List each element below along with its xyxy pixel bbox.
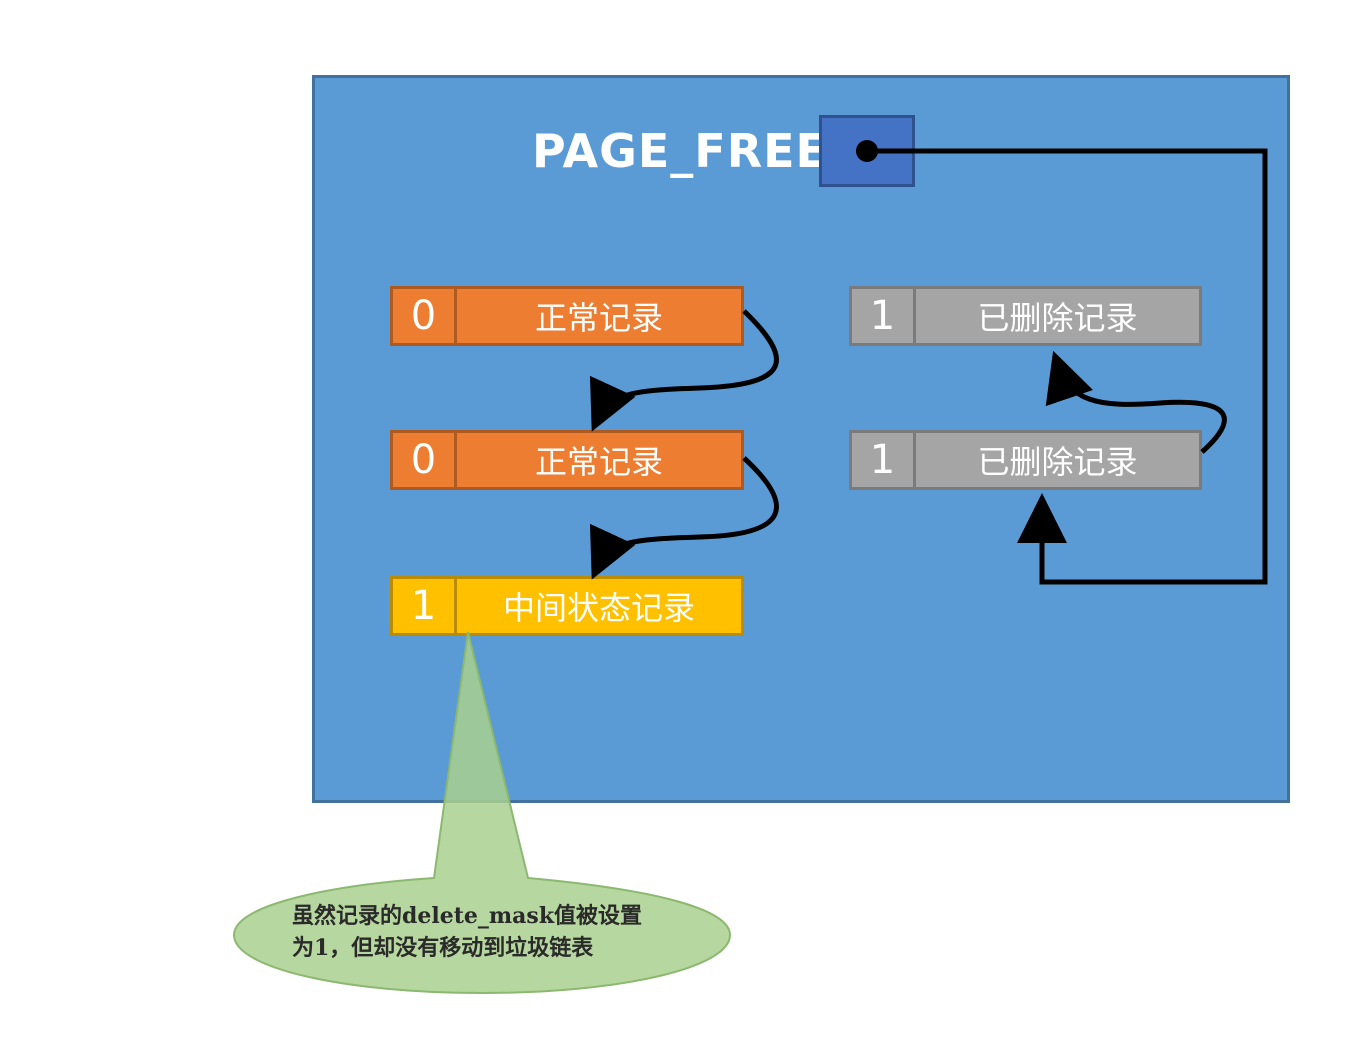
page-free-label: PAGE_FREE: [532,124,848,178]
record-normal-1: 0 正常记录 [390,286,744,346]
callout-bubble [232,631,732,995]
record-deleted-2: 1 已删除记录 [849,430,1202,490]
record-normal-2: 0 正常记录 [390,430,744,490]
record-deleted-1: 1 已删除记录 [849,286,1202,346]
record-intermediate: 1 中间状态记录 [390,576,744,636]
record-label: 已删除记录 [977,299,1138,337]
delete-mask-flag: 1 [852,289,916,343]
callout-line-1: 虽然记录的delete_mask值被设置 [292,903,643,929]
record-label: 正常记录 [534,299,663,337]
delete-mask-flag: 0 [393,433,457,487]
normal-chain-arrow-1 [590,309,779,432]
record-label: 中间状态记录 [502,589,695,627]
delete-mask-flag: 1 [393,579,457,633]
callout-line-2: 为1，但却没有移动到垃圾链表 [292,935,594,961]
normal-chain-arrow-2 [590,456,779,580]
record-label: 已删除记录 [977,443,1138,481]
page-free-link [867,148,1268,585]
delete-mask-flag: 0 [393,289,457,343]
delete-mask-flag: 1 [852,433,916,487]
record-label: 正常记录 [534,443,663,481]
callout-text: 虽然记录的delete_mask值被设置 为1，但却没有移动到垃圾链表 [292,900,712,964]
deleted-chain-arrow [1045,350,1227,454]
